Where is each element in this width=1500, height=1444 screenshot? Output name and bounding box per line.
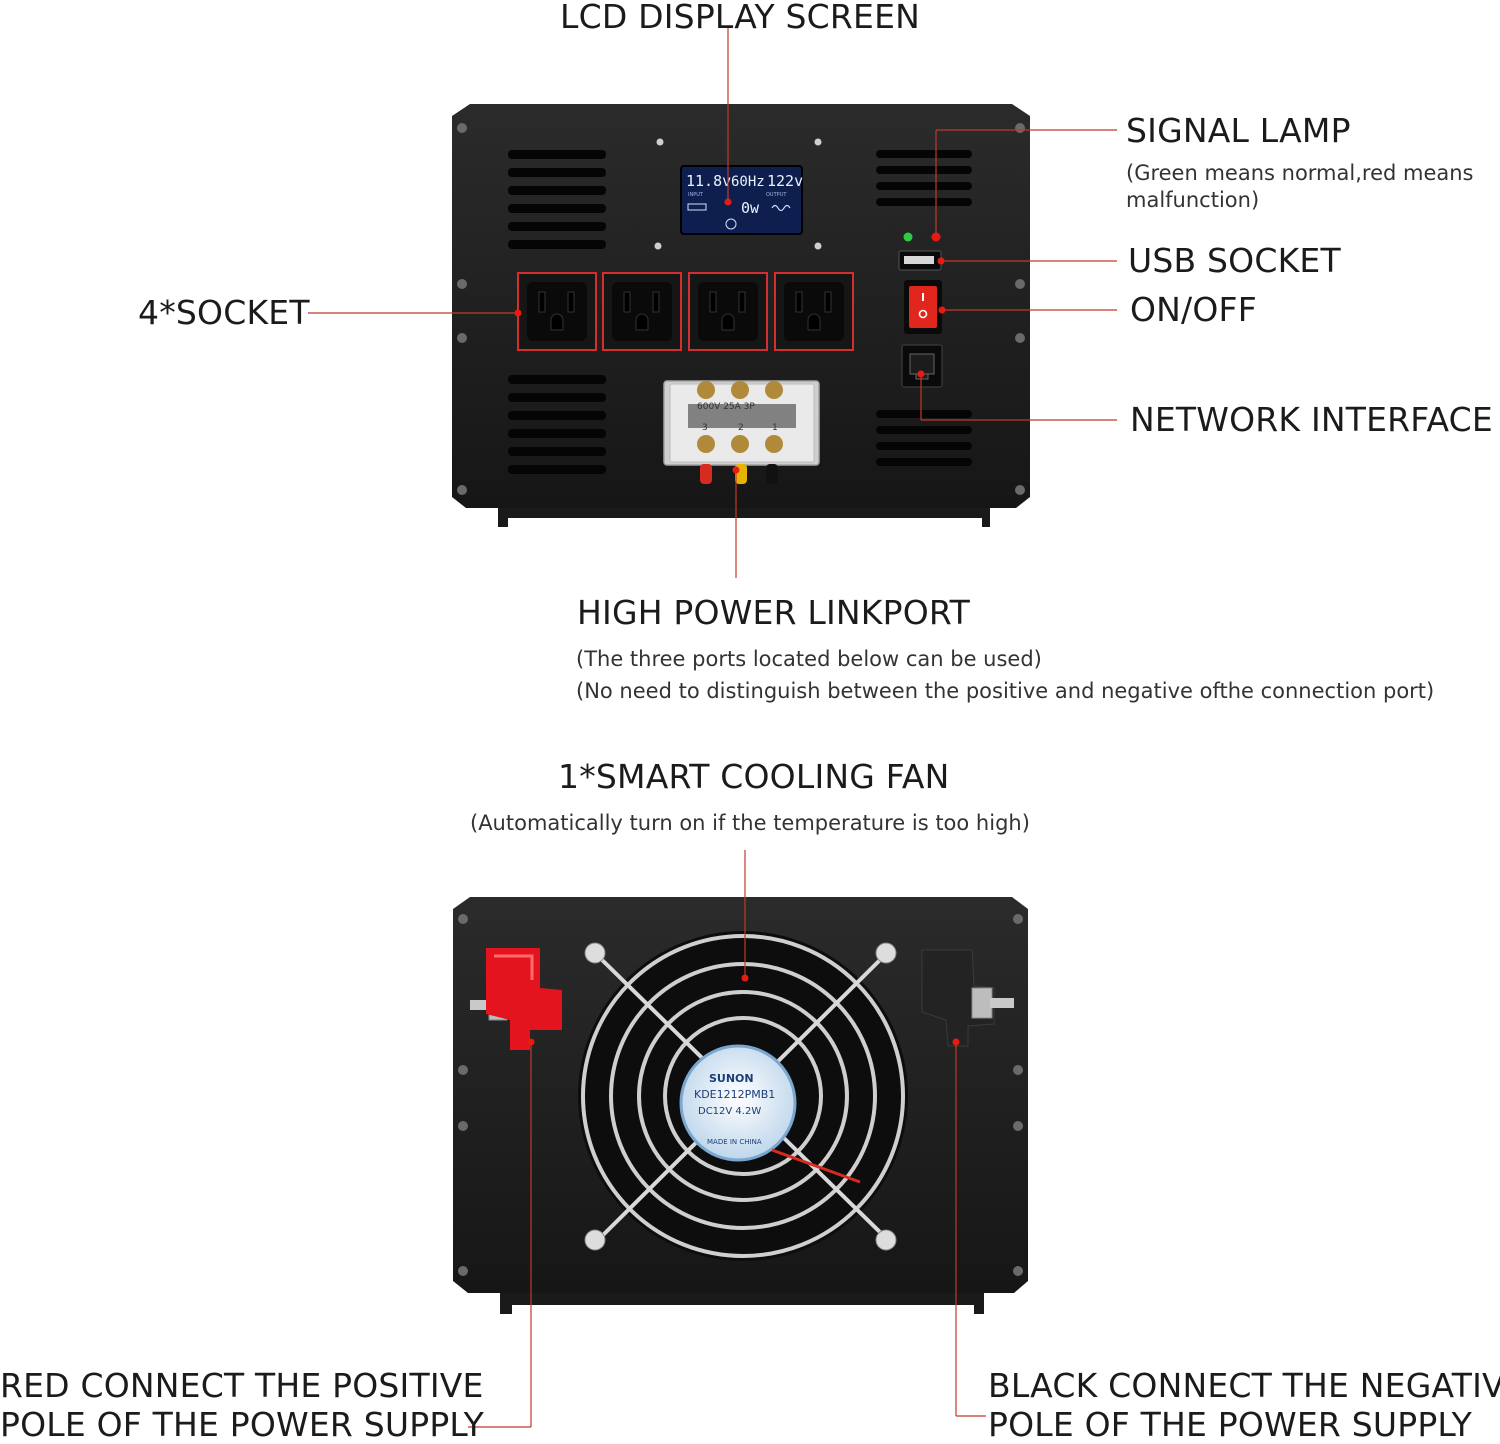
red-positive-terminal (470, 948, 562, 1050)
lcd-input-voltage: 11.8v (686, 172, 731, 190)
black-negative-label-2: POLE OF THE POWER SUPPLY (988, 1405, 1472, 1444)
signal-lamp-note-1: (Green means normal,red means (1126, 161, 1474, 185)
fan-model: KDE1212PMB1 (694, 1088, 775, 1101)
sine-wave-icon (771, 204, 791, 212)
lcd-power: 0w (741, 199, 760, 217)
on-off-switch (904, 280, 942, 334)
socket-label: 4*SOCKET (138, 293, 310, 332)
red-positive-label-1: RED CONNECT THE POSITIVE (0, 1366, 484, 1405)
black-negative-terminal (921, 949, 1014, 1047)
vent-lower-right (876, 410, 972, 466)
linkport-note-1: (The three ports located below can be us… (576, 647, 1042, 671)
lcd-display-label: LCD DISPLAY SCREEN (560, 0, 921, 36)
terminal-number-2: 2 (738, 423, 744, 433)
fan-origin: MADE IN CHINA (707, 1138, 762, 1146)
signal-lamp-note-2: malfunction) (1126, 188, 1260, 212)
terminal-number-1: 1 (772, 423, 778, 433)
on-off-label: ON/OFF (1130, 290, 1257, 329)
ac-socket-1 (517, 272, 597, 351)
ac-socket-3 (688, 272, 768, 351)
network-interface-port (901, 344, 943, 388)
lcd-display-screen: 11.8v 60Hz 122v INPUT OUTPUT 0w (680, 165, 803, 235)
fan-sticker (679, 1044, 797, 1162)
cooling-fan: SUNON KDE1212PMB1 DC12V 4.2W MADE IN CHI… (578, 931, 908, 1261)
ac-socket-2 (602, 272, 682, 351)
fan-brand: SUNON (709, 1072, 754, 1085)
back-screws (458, 914, 1023, 1276)
lcd-output-tag: OUTPUT (766, 192, 787, 198)
usb-socket (898, 250, 942, 271)
smiley-icon (725, 218, 737, 230)
network-interface-label: NETWORK INTERFACE (1130, 400, 1493, 439)
cooling-fan-label: 1*SMART COOLING FAN (558, 757, 950, 796)
vent-upper-left (508, 150, 606, 249)
usb-socket-label: USB SOCKET (1128, 241, 1341, 280)
terminal-rating-label: 600V 25A 3P (697, 402, 755, 412)
vent-upper-right (876, 150, 972, 206)
terminal-number-3: 3 (702, 423, 708, 433)
leader-lines (308, 28, 1117, 1428)
back-panel: SUNON KDE1212PMB1 DC12V 4.2W MADE IN CHI… (453, 897, 1028, 1314)
ac-sockets (517, 272, 854, 351)
black-negative-label-1: BLACK CONNECT THE NEGATIVE (988, 1366, 1500, 1405)
cooling-fan-note: (Automatically turn on if the temperatur… (470, 811, 1030, 835)
high-power-terminal-block: 600V 25A 3P 3 2 1 (663, 380, 820, 484)
lcd-input-tag: INPUT (688, 192, 704, 198)
front-panel: 11.8v 60Hz 122v INPUT OUTPUT 0w (452, 104, 1030, 527)
fan-rating: DC12V 4.2W (698, 1106, 761, 1117)
red-positive-label-2: POLE OF THE POWER SUPPLY (0, 1405, 484, 1444)
lcd-frequency: 60Hz (731, 174, 765, 190)
signal-lamp-label: SIGNAL LAMP (1126, 111, 1351, 150)
battery-icon (687, 203, 707, 211)
green-signal-lamp (903, 232, 913, 242)
high-power-linkport-label: HIGH POWER LINKPORT (577, 593, 971, 632)
linkport-note-2: (No need to distinguish between the posi… (576, 679, 1435, 703)
leader-dots (514, 198, 960, 1046)
panel-screws (457, 123, 1025, 495)
vent-lower-left (508, 375, 606, 474)
ac-socket-4 (774, 272, 854, 351)
lcd-output-voltage: 122v (767, 172, 803, 190)
